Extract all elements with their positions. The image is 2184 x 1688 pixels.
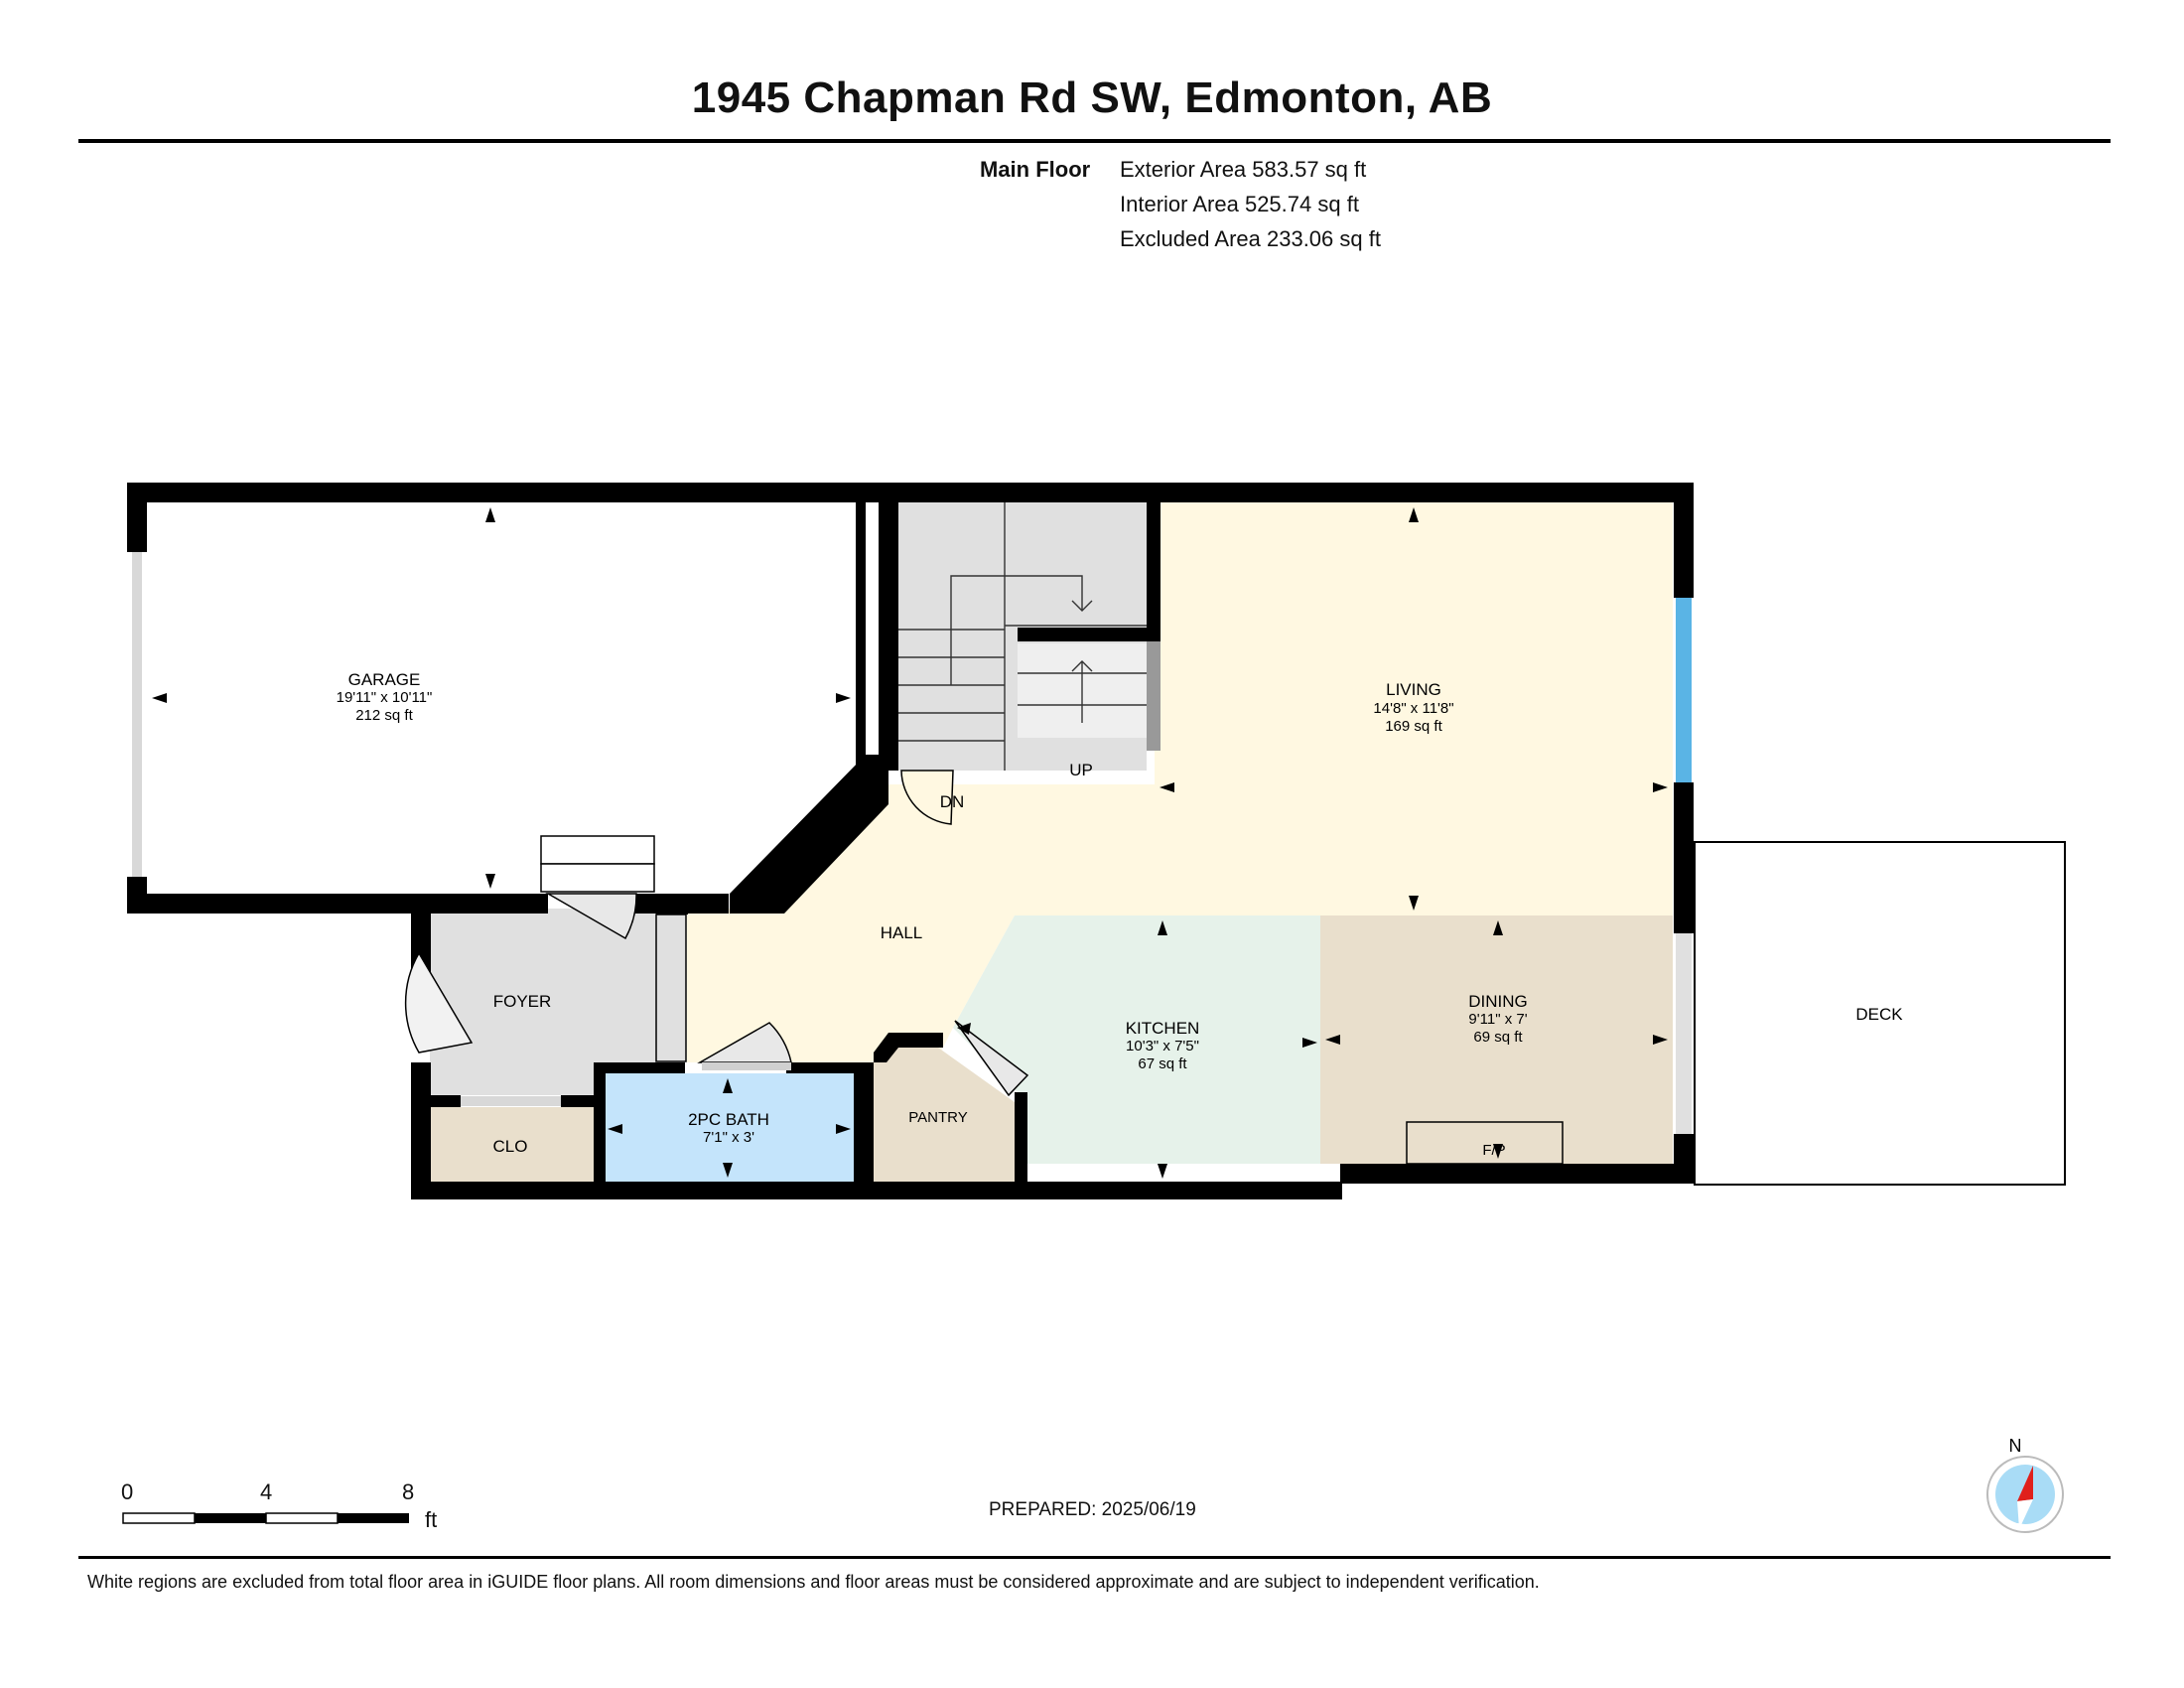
garage-dims: 19'11" x 10'11" (337, 689, 433, 706)
floor-label: Main Floor (980, 157, 1091, 182)
kitchen-fill (953, 915, 1320, 1164)
disclaimer: White regions are excluded from total fl… (87, 1572, 1540, 1592)
deck-name: DECK (1855, 1005, 1903, 1024)
scale-tick-0: 0 (121, 1479, 134, 1504)
scale-tick-4: 4 (260, 1479, 273, 1504)
living-dims: 14'8" x 11'8" (1373, 700, 1453, 717)
walls (127, 483, 1694, 1199)
dining-area: 69 sq ft (1473, 1029, 1523, 1046)
kitchen-area: 67 sq ft (1138, 1055, 1187, 1072)
clo-door-sill (461, 1096, 561, 1106)
dining-dims: 9'11" x 7' (1468, 1011, 1527, 1028)
stair-rail (1147, 641, 1160, 751)
fireplace-label: F/P (1482, 1142, 1505, 1159)
hall-name: HALL (881, 923, 923, 942)
kitchen-dims: 10'3" x 7'5" (1126, 1038, 1199, 1055)
garage-step (540, 835, 655, 865)
pantry-name: PANTRY (908, 1109, 967, 1126)
compass-north-label: N (2009, 1436, 2022, 1456)
foyer-side-window (655, 914, 687, 1062)
footer-rule (78, 1556, 2111, 1559)
bath-dims: 7'1" x 3' (703, 1129, 754, 1146)
deck-outline (1694, 841, 2066, 1186)
garage-name: GARAGE (348, 670, 421, 689)
exterior-area: Exterior Area 583.57 sq ft (1120, 157, 1367, 182)
living-name: LIVING (1386, 680, 1441, 699)
header-rule (78, 139, 2111, 143)
stairs-down-label: DN (940, 792, 965, 811)
foyer-name: FOYER (493, 992, 552, 1011)
scale-unit: ft (425, 1507, 438, 1532)
compass-icon (1986, 1456, 2064, 1533)
scale-bar (122, 1512, 409, 1524)
scale-tick-8: 8 (402, 1479, 415, 1504)
garage-area: 212 sq ft (355, 707, 413, 724)
bath-name: 2PC BATH (688, 1110, 769, 1129)
stairs-up-label: UP (1069, 761, 1093, 779)
clo-fill (430, 1107, 594, 1182)
living-area: 169 sq ft (1385, 718, 1442, 735)
garage-window (132, 552, 142, 877)
stairs-lines (898, 502, 1147, 771)
dimension-arrows (152, 507, 1668, 1179)
dining-window (1676, 933, 1692, 1134)
fireplace (1406, 1121, 1564, 1165)
living-fill (1155, 502, 1673, 915)
interior-area: Interior Area 525.74 sq ft (1120, 192, 1359, 216)
scale: 0 4 8 ft (99, 1479, 477, 1539)
clo-name: CLO (493, 1137, 528, 1156)
garage-step-2 (540, 863, 655, 893)
doors (404, 770, 1029, 1097)
kitchen-name: KITCHEN (1126, 1019, 1200, 1038)
page-title: 1945 Chapman Rd SW, Edmonton, AB (691, 73, 1493, 122)
pantry-fill (874, 1048, 1015, 1182)
garage-fill (147, 502, 856, 894)
bath-door-sill (702, 1062, 791, 1070)
dining-name: DINING (1468, 992, 1528, 1011)
living-window (1676, 598, 1692, 782)
excluded-area: Excluded Area 233.06 sq ft (1120, 226, 1381, 251)
prepared-date: PREPARED: 2025/06/19 (989, 1499, 1196, 1520)
